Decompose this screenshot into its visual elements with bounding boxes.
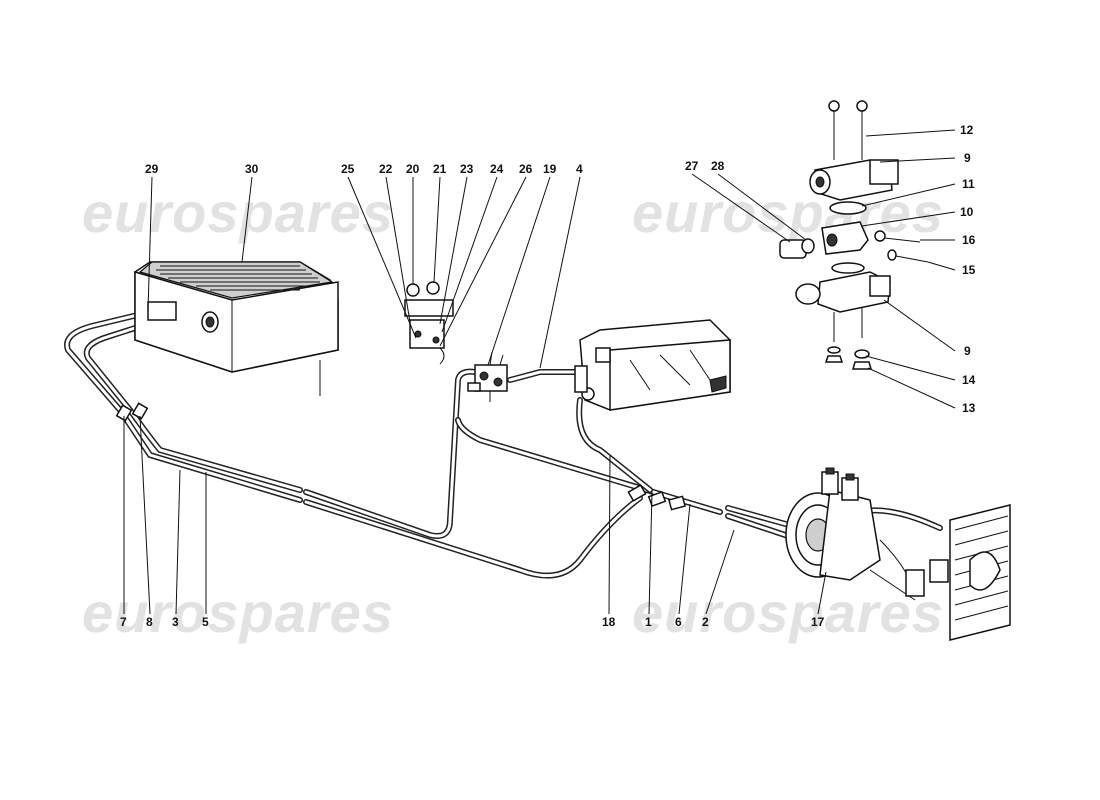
label-17: 17 bbox=[811, 615, 825, 629]
thermostat-switch bbox=[404, 281, 454, 365]
label-25: 25 bbox=[341, 162, 355, 176]
condenser bbox=[949, 504, 1011, 641]
label-9-upper: 9 bbox=[964, 151, 971, 165]
label-29: 29 bbox=[145, 162, 159, 176]
leader-lines bbox=[123, 129, 956, 615]
label-15: 15 bbox=[962, 263, 976, 277]
label-26: 26 bbox=[519, 162, 533, 176]
evaporator-unit bbox=[134, 261, 339, 396]
label-1: 1 bbox=[645, 615, 652, 629]
watermark-top-left: eurospares bbox=[82, 181, 394, 244]
label-14: 14 bbox=[962, 373, 976, 387]
watermark-bottom-left: eurospares bbox=[82, 581, 394, 644]
watermark-bottom-right: eurospares bbox=[632, 581, 944, 644]
label-8: 8 bbox=[146, 615, 153, 629]
label-18: 18 bbox=[602, 615, 616, 629]
label-12: 12 bbox=[960, 123, 974, 137]
label-6: 6 bbox=[675, 615, 682, 629]
label-28: 28 bbox=[711, 159, 725, 173]
receiver-drier bbox=[574, 319, 731, 411]
part-labels: 29 30 25 22 20 21 23 24 26 19 4 27 28 12… bbox=[120, 123, 976, 629]
label-24: 24 bbox=[490, 162, 504, 176]
label-11: 11 bbox=[962, 177, 975, 191]
label-23: 23 bbox=[460, 162, 474, 176]
label-22: 22 bbox=[379, 162, 393, 176]
label-2: 2 bbox=[702, 615, 709, 629]
label-19: 19 bbox=[543, 162, 557, 176]
watermarks: eurospares eurospares eurospares eurospa… bbox=[82, 181, 944, 644]
line-fittings bbox=[115, 402, 686, 511]
label-27: 27 bbox=[685, 159, 699, 173]
label-20: 20 bbox=[406, 162, 420, 176]
watermark-top-right: eurospares bbox=[632, 181, 944, 244]
label-10: 10 bbox=[960, 205, 974, 219]
label-3: 3 bbox=[172, 615, 179, 629]
label-9-lower: 9 bbox=[964, 344, 971, 358]
label-21: 21 bbox=[433, 162, 447, 176]
valve-assembly bbox=[779, 100, 929, 370]
label-16: 16 bbox=[962, 233, 976, 247]
expansion-valve bbox=[467, 351, 508, 402]
label-4: 4 bbox=[576, 162, 583, 176]
label-7: 7 bbox=[120, 615, 127, 629]
label-30: 30 bbox=[245, 162, 259, 176]
label-5: 5 bbox=[202, 615, 209, 629]
compressor bbox=[785, 467, 949, 601]
label-13: 13 bbox=[962, 401, 976, 415]
